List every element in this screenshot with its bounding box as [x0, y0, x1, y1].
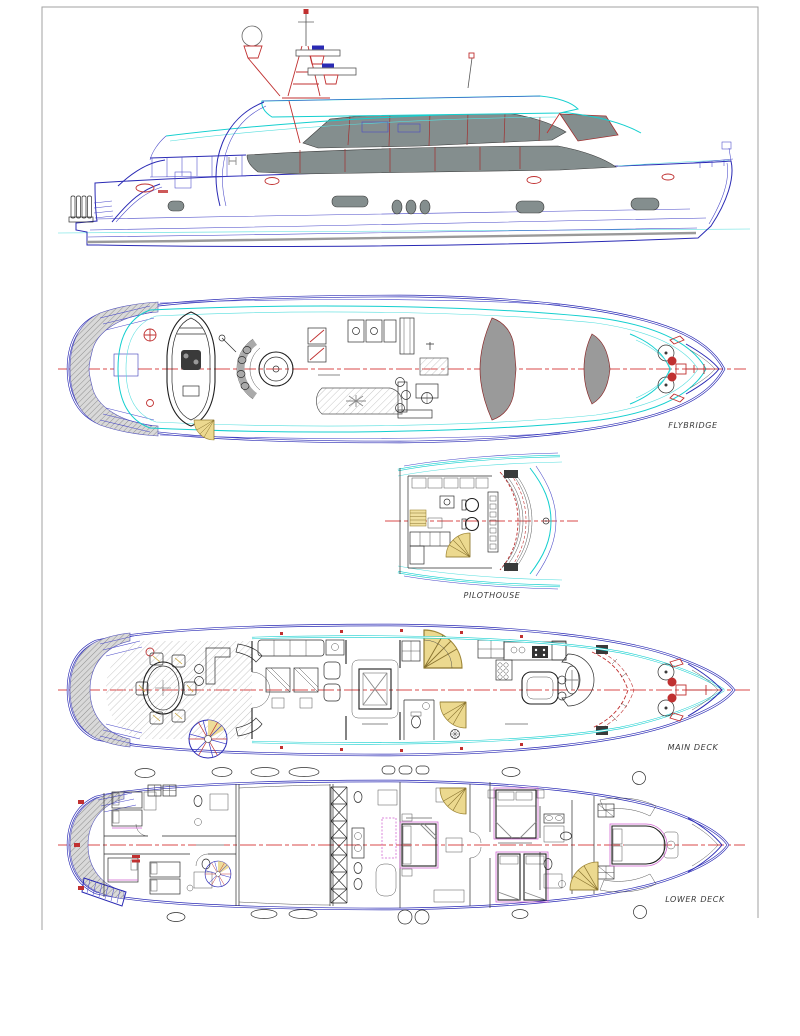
lower-deck-label: LOWER DECK: [665, 895, 725, 904]
lower-deck-plan: LOWER DECK: [58, 765, 745, 925]
h-mark: [228, 157, 237, 165]
flybridge-label: FLYBRIDGE: [668, 421, 718, 430]
radar-array-icon: [295, 45, 357, 85]
main-deck-label: MAIN DECK: [668, 743, 719, 752]
tender-boat: [166, 311, 237, 427]
sunpad-small: [583, 333, 611, 405]
hull-vents: [135, 173, 675, 193]
vip-stair: [569, 861, 599, 891]
truss-frames: [330, 786, 348, 904]
boarding-gate: [174, 171, 192, 189]
windshield: [499, 465, 557, 577]
spa-table: [236, 338, 294, 400]
main-stern-hatch: [69, 632, 131, 748]
hardtop: [215, 95, 579, 207]
main-deck-plan: MAIN DECK: [58, 623, 750, 761]
sheet-frame: [41, 6, 759, 930]
satdome-icon: [241, 25, 263, 47]
crew-spiral-stair: [202, 859, 234, 889]
dining-area: [351, 659, 399, 725]
windscreen-wedge: [559, 113, 619, 142]
waterline: [57, 228, 751, 234]
pilothouse-cabin: [407, 475, 492, 569]
flybridge-plan: FLYBRIDGE: [58, 294, 746, 444]
day-head: [403, 699, 435, 740]
flybridge-bow: [629, 333, 720, 405]
stern-hatch-marks: [143, 328, 157, 407]
main-window-band: [246, 145, 617, 175]
pilothouse-plan: PILOTHOUSE: [385, 452, 578, 600]
stern-platform: [68, 183, 163, 223]
aft-deck-table: [135, 643, 263, 737]
pilothouse-label: PILOTHOUSE: [464, 591, 521, 600]
radar-mast: [241, 9, 475, 99]
port-lights-upper: [134, 765, 646, 785]
helm-chairs: [461, 497, 480, 532]
bow-rail: [689, 141, 734, 168]
flybridge-helm: [397, 317, 449, 419]
foyer-stair: [439, 787, 467, 815]
transom-garage: [74, 800, 127, 907]
guest-staterooms: [487, 787, 615, 903]
crew-shower: [209, 793, 229, 811]
profile-view: [57, 9, 751, 248]
pilothouse-stair: [445, 532, 471, 558]
aft-deck-rail: [117, 154, 247, 187]
crew-quarters: [103, 784, 240, 906]
boot-stripe: [86, 231, 697, 244]
vip-stateroom: [569, 796, 723, 894]
flybridge-lounge: [307, 319, 397, 363]
side-decks: [251, 629, 725, 752]
master-stateroom: [399, 782, 491, 908]
observation-settee: [561, 653, 595, 707]
flybridge-bar: [316, 374, 411, 415]
upper-window-band: [302, 110, 567, 149]
side-stair: [409, 509, 427, 527]
deck-chairs: [135, 652, 197, 725]
sunpad-large: [479, 317, 517, 421]
port-lights-lower: [166, 905, 647, 925]
salon: [205, 639, 347, 740]
galley: [399, 629, 567, 740]
main-deck-bow: [657, 658, 723, 722]
engine-room: [238, 784, 348, 906]
stern-sunpad-hatch: [69, 301, 159, 437]
hull-windows: [167, 195, 660, 215]
windlass: [667, 356, 710, 382]
helm-console: [487, 491, 499, 553]
stair-down: [439, 701, 467, 739]
